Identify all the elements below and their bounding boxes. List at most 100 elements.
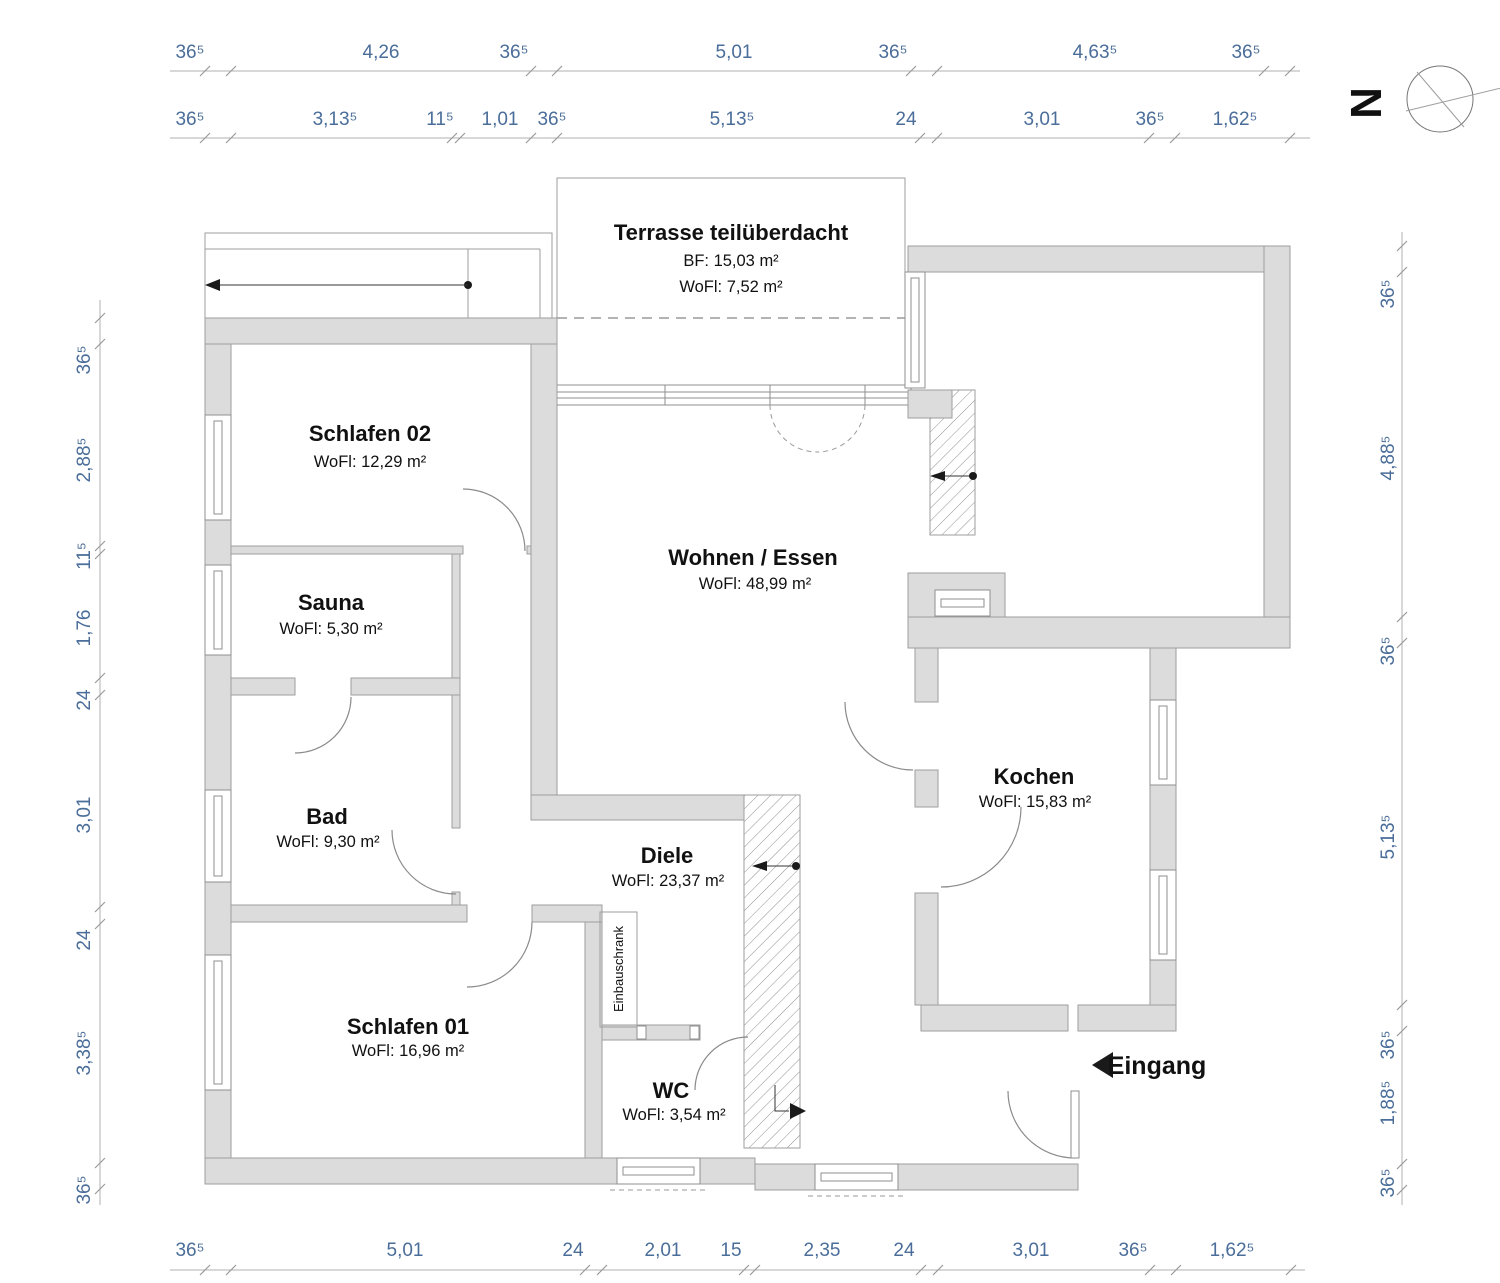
entrance-arrow-icon: [1092, 1052, 1113, 1078]
dim-label: 36⁵: [1135, 109, 1164, 130]
dimension-chains: 36⁵ 4,26 36⁵ 5,01 36⁵ 4,63⁵ 36⁵ 36⁵ 3,13…: [74, 42, 1408, 1276]
dim-label: 11⁵: [74, 542, 95, 570]
dim-label: 36⁵: [175, 1240, 204, 1261]
terrace-door-swing: [816, 404, 866, 453]
door-entrance-swing: [1007, 1090, 1076, 1159]
hatch-arrow-dot: [792, 862, 800, 870]
door-wc: [694, 1036, 749, 1091]
wc-door-jamb: [689, 1025, 700, 1040]
window-sauna: [204, 564, 232, 656]
dim-label: 36⁵: [878, 42, 907, 63]
door-bad: [391, 829, 457, 895]
dim-label: 36⁵: [1378, 279, 1399, 308]
dim-label: 5,01: [716, 42, 753, 63]
dim-label: 1,62⁵: [1210, 1240, 1255, 1261]
exit-direction-arrow: [790, 1103, 806, 1119]
wall-wohnen-kochen-upper: [914, 647, 939, 703]
dim-label: 24: [74, 929, 95, 951]
room-area-sauna: WoFl: 5,30 m²: [279, 620, 383, 638]
room-area-diele: WoFl: 23,37 m²: [612, 872, 725, 890]
window-schlafen01: [204, 954, 232, 1091]
room-label-diele: Diele: [641, 843, 694, 868]
dim-label: 36⁵: [1378, 1168, 1399, 1197]
wall-bad-bottom-right: [531, 904, 603, 923]
ticks-top1: [199, 65, 1296, 77]
outer-wall-bottom-right: [754, 1163, 1079, 1191]
wall-wohnen-kochen-mid: [914, 769, 939, 808]
room-area-wohnen: WoFl: 48,99 m²: [699, 575, 812, 593]
hatched-wall-diele: [743, 794, 801, 1149]
window-kochen-lower: [1149, 869, 1177, 961]
window-front: [556, 384, 912, 406]
window-kochen-upper: [1149, 699, 1177, 786]
room-label-wohnen: Wohnen / Essen: [668, 545, 838, 570]
dim-label: 1,62⁵: [1213, 109, 1258, 130]
hatched-walls: [743, 389, 977, 1149]
window-block-bottom: [934, 589, 991, 617]
outer-wall-right: [1263, 245, 1291, 649]
dim-label: 5,01: [387, 1240, 424, 1261]
room-label-schlafen01: Schlafen 01: [347, 1014, 469, 1039]
room-label-sauna: Sauna: [298, 590, 365, 615]
dim-label: 4,88⁵: [1378, 436, 1399, 481]
wall-pier-terrace-corner: [907, 389, 953, 419]
dim-label: 36⁵: [1118, 1240, 1147, 1261]
hatch-arrow-head: [930, 471, 945, 481]
window-schlafen02: [204, 414, 232, 521]
dim-label: 1,76: [74, 610, 95, 647]
dim-label: 2,35: [804, 1240, 841, 1261]
wall-schlafen02-bottom-jamb: [526, 545, 532, 555]
dim-label: 3,38⁵: [74, 1031, 95, 1076]
window-block-left: [904, 271, 926, 389]
ticks-left: [94, 312, 106, 1195]
doors: [294, 488, 1080, 1159]
wall-sauna-bottom-left: [230, 677, 296, 696]
dim-label: 36⁵: [1378, 1030, 1399, 1059]
dim-label: 5,13⁵: [710, 109, 755, 130]
terrace: [556, 177, 912, 453]
wall-kochen-bottom-left: [920, 1004, 1069, 1032]
north-letter: N: [1342, 87, 1391, 119]
windows: [204, 271, 1177, 1197]
wall-wc-top: [601, 1024, 701, 1041]
dim-label: 3,13⁵: [313, 109, 358, 130]
door-entrance-leaf: [1070, 1090, 1080, 1159]
room-area-bad: WoFl: 9,30 m²: [276, 833, 380, 851]
window-bad: [204, 789, 232, 883]
dim-label: 3,01: [74, 797, 95, 834]
room-area-schlafen01: WoFl: 16,96 m²: [352, 1042, 465, 1060]
compass-needle-icon: [1405, 71, 1500, 128]
room-label-wc: WC: [653, 1078, 690, 1103]
wall-schlafen01-right: [584, 921, 603, 1159]
dim-label: 3,01: [1024, 109, 1061, 130]
ticks-bottom: [199, 1264, 1297, 1276]
dim-label: 3,01: [1013, 1240, 1050, 1261]
door-wohnen: [844, 701, 914, 771]
window-wc-bottom: [610, 1157, 706, 1191]
dim-label: 24: [895, 109, 917, 130]
dim-label: 36⁵: [74, 1175, 95, 1204]
dim-label: 15: [720, 1240, 741, 1261]
dim-label: 4,63⁵: [1073, 42, 1118, 63]
ticks-right: [1396, 240, 1408, 1196]
room-label-kochen: Kochen: [994, 764, 1075, 789]
room-label-schlafen02: Schlafen 02: [309, 421, 431, 446]
wall-block-bottom-b: [907, 616, 1291, 649]
door-schlafen02: [462, 488, 526, 552]
compass-circle-icon: [1406, 65, 1474, 133]
dim-label: 36⁵: [74, 345, 95, 374]
outer-wall-top-left: [204, 317, 558, 345]
window-corridor-bottom: [808, 1163, 904, 1197]
outer-wall-top-right: [907, 245, 1291, 273]
wall-kochen-bottom-right: [1077, 1004, 1177, 1032]
closet-door-jamb: [636, 1025, 647, 1040]
built-in-closet: Einbauschrank: [599, 911, 638, 1028]
dim-label: 1,01: [482, 109, 519, 130]
roof-overhang-outline: [204, 232, 553, 319]
ticks-top2: [199, 132, 1296, 144]
wall-schlafen02-bottom: [230, 545, 464, 555]
north-symbol: N: [1342, 65, 1500, 133]
wall-kochen-corridor: [914, 892, 939, 1006]
